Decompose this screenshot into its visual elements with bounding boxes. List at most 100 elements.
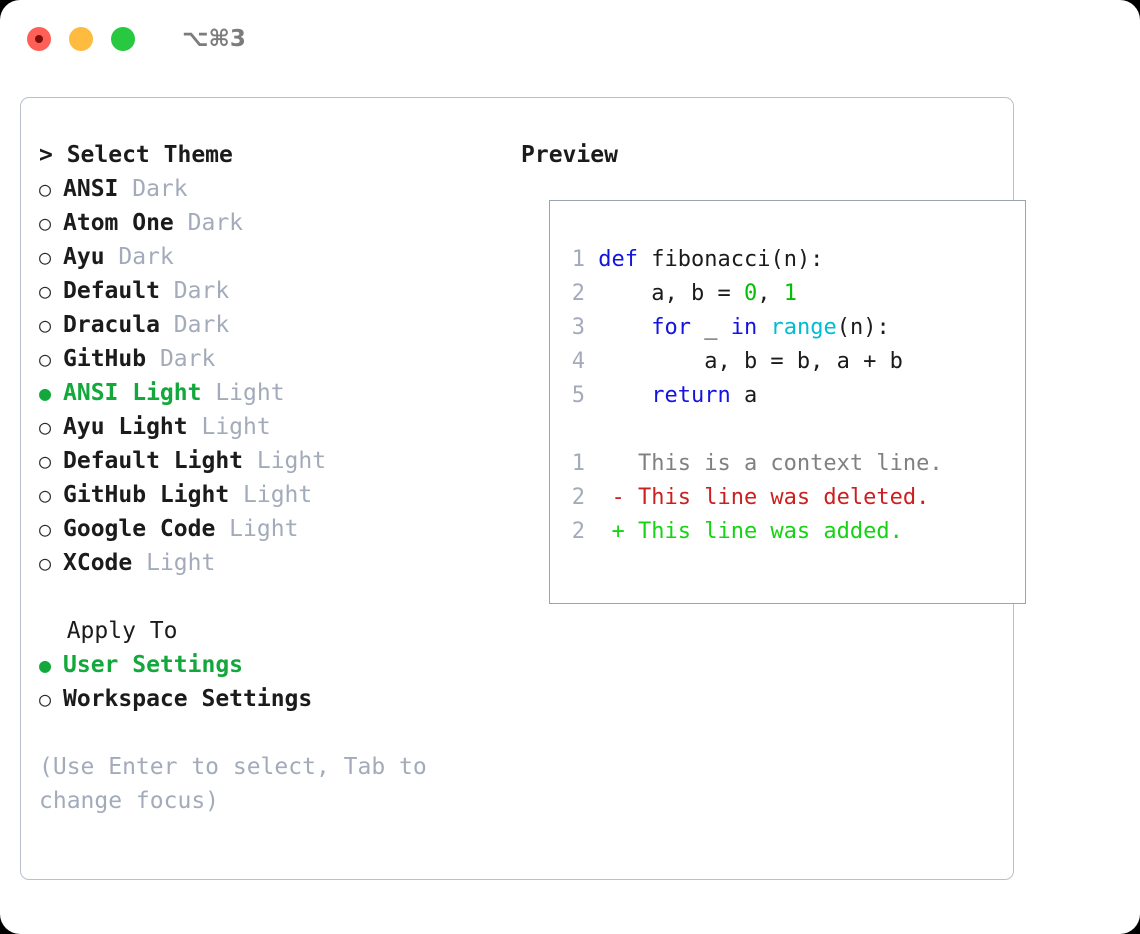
- code-token: fibonacci(n):: [638, 247, 824, 272]
- radio-unselected-icon: ○: [39, 279, 52, 303]
- code-token: in: [730, 315, 758, 340]
- diff-line-number: 1: [571, 451, 585, 476]
- theme-name: XCode: [63, 550, 133, 576]
- diff-line-text: + This line was added.: [585, 519, 903, 544]
- window-controls: [27, 27, 135, 51]
- theme-variant-label: Light: [229, 482, 313, 508]
- theme-name: GitHub: [63, 346, 147, 372]
- code-line: 2 a, b = 0, 1: [569, 277, 903, 311]
- radio-unselected-icon: ○: [39, 687, 52, 711]
- theme-option-dracula[interactable]: ○Dracula Dark: [39, 308, 499, 342]
- list-spacer: [39, 580, 499, 614]
- code-line: 1 def fibonacci(n):: [569, 243, 903, 277]
- code-token: 1: [783, 281, 797, 306]
- radio-unselected-icon: ○: [39, 313, 52, 337]
- code-token: def: [598, 247, 638, 272]
- code-line: 5 return a: [569, 379, 903, 413]
- theme-variant-label: Dark: [118, 176, 188, 202]
- line-number: 5: [571, 383, 585, 408]
- keyboard-hint: (Use Enter to select, Tab to change focu…: [39, 754, 427, 814]
- preview-header: Preview: [521, 142, 618, 168]
- code-token: a, b =: [598, 281, 744, 306]
- theme-option-default[interactable]: ○ Default Dark: [39, 274, 499, 308]
- diff-line-text: - This line was deleted.: [585, 485, 930, 510]
- code-token: return: [651, 383, 731, 408]
- code-line: 4 a, b = b, a + b: [569, 345, 903, 379]
- theme-option-google-code[interactable]: ○ Google Code Light: [39, 512, 499, 546]
- theme-name: Ayu: [63, 244, 105, 270]
- radio-unselected-icon: ○: [39, 517, 52, 541]
- theme-variant-label: Dark: [173, 210, 244, 236]
- theme-variant-label: Dark: [104, 244, 174, 270]
- theme-variant-label: Dark: [146, 346, 216, 372]
- radio-unselected-icon: ○: [39, 483, 52, 507]
- theme-variant-label: Dark: [159, 278, 230, 304]
- apply-to-option-workspace-settings[interactable]: ○ Workspace Settings: [39, 682, 499, 716]
- theme-list: ○ANSI Dark○Atom One Dark○Ayu Dark○Defaul…: [39, 172, 499, 580]
- code-token: range: [770, 315, 837, 340]
- apply-to-option-user-settings[interactable]: ● User Settings: [39, 648, 499, 682]
- line-number: 2: [571, 281, 585, 306]
- theme-name: ANSI Light: [63, 380, 202, 406]
- theme-option-default-light[interactable]: ○Default Light Light: [39, 444, 499, 478]
- radio-unselected-icon: ○: [39, 347, 52, 371]
- diff-line-text: This is a context line.: [585, 451, 943, 476]
- line-number: 1: [571, 247, 585, 272]
- theme-name: Default: [63, 278, 160, 304]
- code-token: for: [651, 315, 691, 340]
- code-token: [598, 315, 651, 340]
- diff-line-number: 2: [571, 519, 585, 544]
- select-theme-header: > Select Theme: [39, 142, 233, 168]
- apply-to-label: Workspace Settings: [63, 686, 313, 712]
- code-token: 0: [743, 281, 758, 306]
- radio-unselected-icon: ○: [39, 177, 52, 201]
- theme-name: Ayu Light: [63, 414, 188, 440]
- theme-name: Google Code: [63, 516, 216, 542]
- minimize-button[interactable]: [69, 27, 93, 51]
- diff-line-number: 2: [571, 485, 585, 510]
- theme-option-github-light[interactable]: ○ GitHub Light Light: [39, 478, 499, 512]
- theme-name: Dracula: [63, 312, 160, 338]
- theme-name: ANSI: [63, 176, 119, 202]
- keyboard-shortcut-label: ⌥⌘3: [182, 26, 246, 52]
- theme-option-ayu[interactable]: ○ Ayu Dark: [39, 240, 499, 274]
- diff-line: 1 This is a context line.: [569, 447, 943, 481]
- code-token: a, b = b, a + b: [598, 349, 903, 374]
- theme-variant-label: Light: [215, 516, 299, 542]
- close-button[interactable]: [27, 27, 51, 51]
- diff-line: 2 + This line was added.: [569, 515, 943, 549]
- theme-name: GitHub Light: [63, 482, 230, 508]
- code-token: _: [690, 315, 731, 340]
- title-bar: ⌥⌘3: [0, 0, 1140, 78]
- code-token: a: [730, 383, 758, 408]
- theme-option-ansi-light[interactable]: ●ANSI Light Light: [39, 376, 499, 410]
- maximize-button[interactable]: [111, 27, 135, 51]
- theme-option-ansi[interactable]: ○ ANSI Dark: [39, 172, 499, 206]
- theme-option-ayu-light[interactable]: ○Ayu Light Light: [39, 410, 499, 444]
- radio-unselected-icon: ○: [39, 211, 52, 235]
- code-line: 3 for _ in range(n):: [569, 311, 903, 345]
- line-number: 4: [571, 349, 585, 374]
- radio-unselected-icon: ○: [39, 551, 52, 575]
- apply-to-header: Apply To: [39, 618, 178, 644]
- theme-variant-label: Light: [187, 414, 271, 440]
- theme-option-github[interactable]: ○ GitHub Dark: [39, 342, 499, 376]
- line-number: 3: [571, 315, 585, 340]
- code-token: (n):: [836, 315, 890, 340]
- diff-line: 2 - This line was deleted.: [569, 481, 943, 515]
- code-token: [757, 315, 770, 340]
- theme-picker-column: > Select Theme ○ANSI Dark○Atom One Dark○…: [39, 138, 499, 818]
- apply-to-label: User Settings: [63, 652, 244, 678]
- theme-variant-label: Light: [201, 380, 285, 406]
- theme-variant-label: Light: [132, 550, 216, 576]
- radio-unselected-icon: ○: [39, 245, 52, 269]
- preview-column: Preview 1 def fibonacci(n):2 a, b = 0, 1…: [521, 138, 1026, 604]
- main-panel: > Select Theme ○ANSI Dark○Atom One Dark○…: [20, 97, 1026, 880]
- theme-option-xcode[interactable]: ○ XCode Light: [39, 546, 499, 580]
- radio-unselected-icon: ○: [39, 449, 52, 473]
- radio-selected-icon: ●: [39, 653, 52, 677]
- theme-option-atom-one[interactable]: ○Atom One Dark: [39, 206, 499, 240]
